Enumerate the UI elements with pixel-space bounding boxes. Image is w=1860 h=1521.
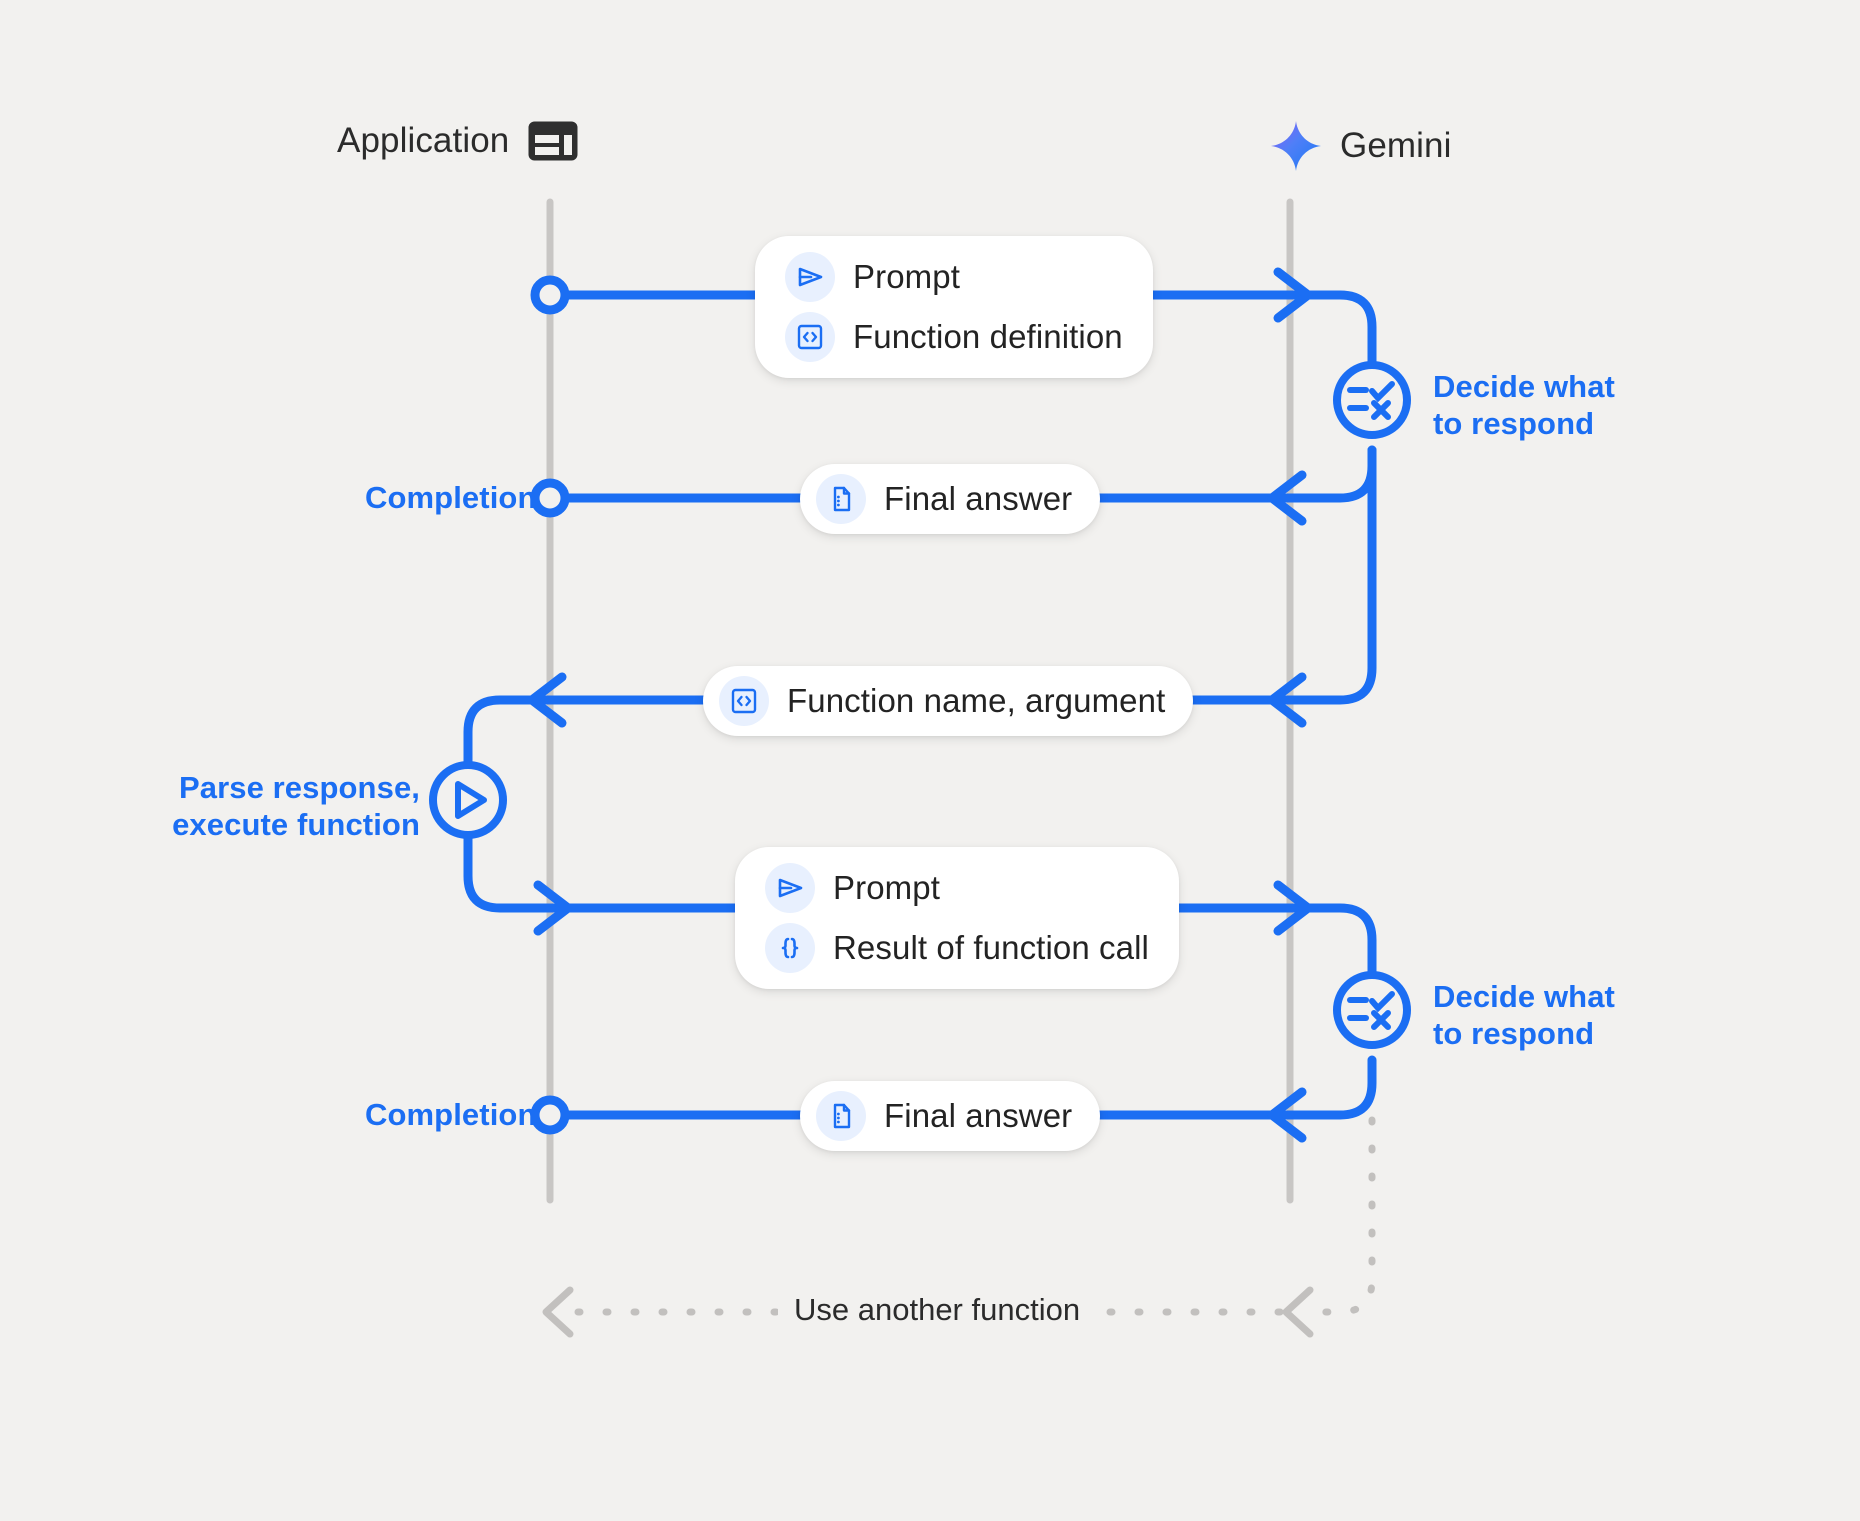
send-prompt-icon: [785, 252, 835, 302]
bubble-row: Prompt: [765, 863, 1149, 913]
bubble-row-label: Result of function call: [833, 929, 1149, 966]
bubble-row: Final answer: [816, 474, 1072, 524]
arrowhead-prompt-in: [1273, 267, 1313, 323]
wire-gemini-out-final-2: [1285, 1055, 1377, 1120]
wire-gemini-in-1: [1295, 290, 1377, 405]
bubble-row-label: Prompt: [853, 258, 960, 295]
application-layout-icon: [527, 120, 579, 162]
column-label-gemini: Gemini: [1340, 126, 1452, 165]
play-circle-icon: [429, 761, 507, 839]
decide-checklist-icon: [1333, 361, 1411, 439]
code-brackets-icon: [719, 676, 769, 726]
message-bubble-prompt-result-of-function-call[interactable]: Prompt Result of function call: [735, 847, 1179, 989]
origin-label-completion-2: Completion: [365, 1097, 537, 1132]
activity-label-decide-1: Decide what to respond: [1433, 369, 1615, 441]
arrowhead-prompt2-in: [1273, 880, 1313, 936]
message-bubble-function-name-argument[interactable]: Function name, argument: [703, 666, 1194, 736]
message-bubble-final-answer-2[interactable]: Final answer: [800, 1081, 1101, 1151]
loop-label-use-another-function: Use another function: [778, 1292, 1097, 1328]
bubble-row: Final answer: [816, 1091, 1072, 1141]
wire-gemini-out-funcall: [1285, 445, 1377, 705]
code-brackets-icon: [785, 312, 835, 362]
arrowhead-prompt2-out: [533, 880, 573, 936]
column-header-gemini: Gemini: [1270, 120, 1451, 172]
column-header-application: Application: [337, 120, 579, 162]
arrowhead-final-1: [1267, 470, 1307, 526]
origin-nodes: [530, 275, 570, 1135]
arrowhead-final-2: [1267, 1087, 1307, 1143]
activity-label-parse-execute: Parse response, execute function: [172, 770, 420, 842]
send-prompt-icon: [765, 863, 815, 913]
curly-braces-icon: [765, 923, 815, 973]
wire-app-in-parse: [463, 695, 545, 780]
wire-gemini-in-2: [1295, 903, 1377, 1015]
arrowhead-funcall-app: [527, 672, 567, 728]
loop-arrowheads: [542, 1286, 1314, 1338]
bubble-row-label: Function name, argument: [787, 682, 1166, 719]
bubble-row: Function definition: [785, 312, 1123, 362]
bubble-row: Function name, argument: [719, 676, 1165, 726]
bubble-row-label: Prompt: [833, 869, 940, 906]
bubble-row-label: Function definition: [853, 318, 1123, 355]
bubble-row-label: Final answer: [884, 480, 1073, 517]
arrowhead-funcall-gemini: [1267, 672, 1307, 728]
message-bubble-prompt-function-definition[interactable]: Prompt Function definition: [755, 236, 1153, 378]
bubble-row: Prompt: [785, 252, 1123, 302]
bubble-row-label: Final answer: [884, 1097, 1073, 1134]
gemini-sparkle-icon: [1270, 120, 1322, 172]
document-icon: [816, 474, 866, 524]
origin-label-completion-1: Completion: [365, 480, 537, 515]
document-icon: [816, 1091, 866, 1141]
decide-checklist-icon: [1333, 971, 1411, 1049]
column-label-application: Application: [337, 121, 510, 160]
wire-app-out-parse: [463, 820, 565, 913]
message-bubble-final-answer-1[interactable]: Final answer: [800, 464, 1101, 534]
activity-label-decide-2: Decide what to respond: [1433, 979, 1615, 1051]
bubble-row: Result of function call: [765, 923, 1149, 973]
